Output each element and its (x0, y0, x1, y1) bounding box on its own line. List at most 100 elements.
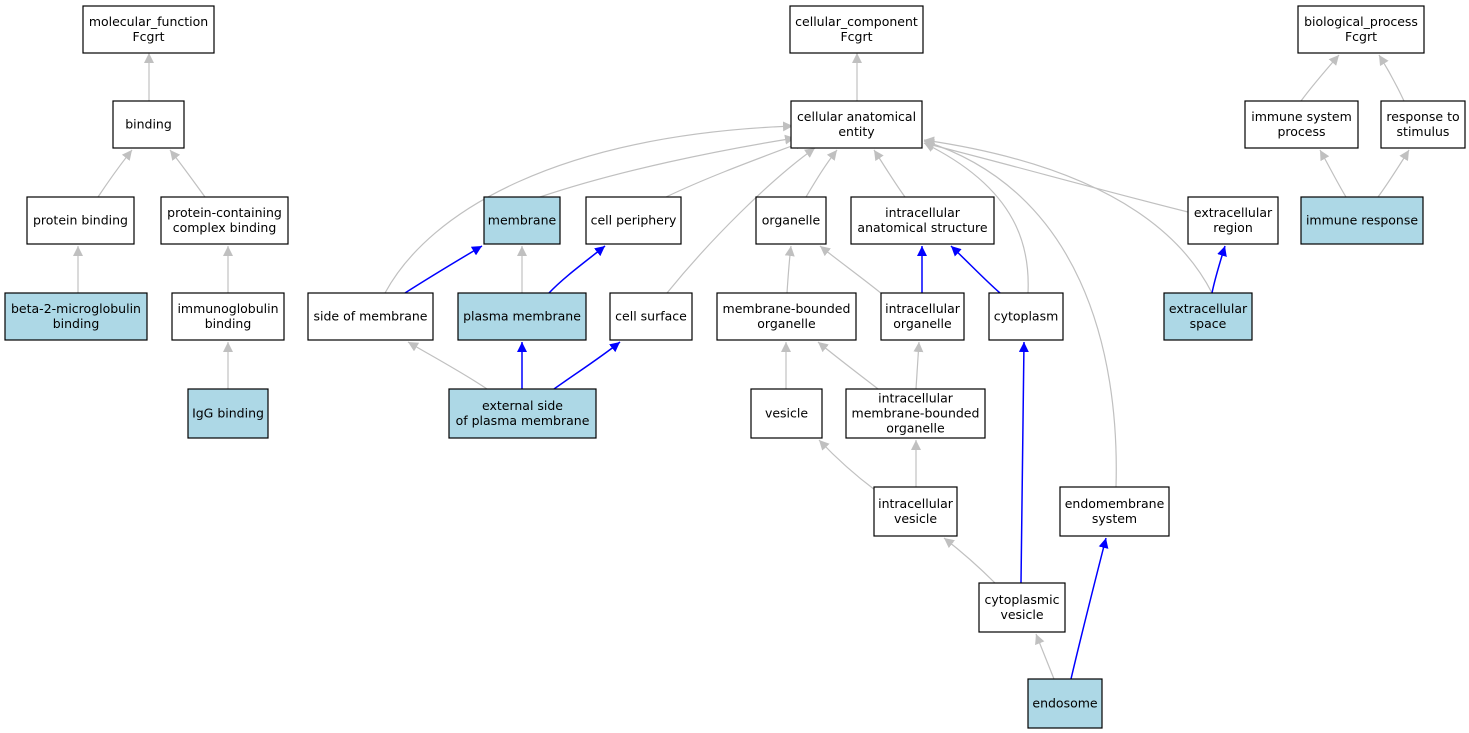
edge-immune-response-to-response-stimulus (1377, 149, 1410, 198)
node-label: extracellular (1169, 301, 1248, 316)
node-organelle[interactable]: organelle (755, 196, 827, 245)
node-label: organelle (893, 316, 952, 331)
node-side-of-membrane[interactable]: side of membrane (307, 292, 434, 341)
node-box (1163, 292, 1253, 341)
edge-side-of-membrane-to-cae (384, 121, 794, 294)
node-label: external side (482, 398, 563, 413)
node-label: organelle (886, 421, 945, 436)
node-label: stimulus (1397, 124, 1450, 139)
node-cytoplasm[interactable]: cytoplasm (988, 292, 1064, 341)
node-label: protein-containing (167, 205, 282, 220)
node-label: intracellular (878, 391, 954, 406)
edge-mbo-to-organelle (784, 245, 795, 294)
node-membrane[interactable]: membrane (483, 196, 561, 245)
node-label: Fcgrt (840, 29, 872, 44)
node-box (457, 292, 587, 341)
node-box (755, 196, 827, 245)
node-box (4, 292, 148, 341)
node-protein-binding[interactable]: protein binding (26, 196, 135, 245)
node-label: vesicle (894, 511, 937, 526)
node-label: process (1277, 124, 1325, 139)
edge-side-of-membrane-to-membrane (404, 245, 483, 294)
node-label: plasma membrane (463, 309, 581, 324)
node-box (873, 486, 958, 537)
node-box (845, 388, 986, 439)
edge-extracellular-space-to-cae (923, 136, 1213, 294)
node-cell-periphery[interactable]: cell periphery (585, 196, 682, 245)
node-label: intracellular (885, 301, 961, 316)
node-label: endosome (1032, 696, 1098, 711)
node-label: vesicle (765, 406, 808, 421)
node-label: protein binding (33, 213, 128, 228)
node-immune-response[interactable]: immune response (1300, 196, 1424, 245)
node-label: immune system (1251, 109, 1352, 124)
node-box (1059, 486, 1170, 537)
node-box (82, 5, 215, 54)
edge-response-stimulus-to-biological-process (1378, 54, 1405, 102)
node-label: Fcgrt (1345, 29, 1377, 44)
node-box (1380, 100, 1466, 149)
edge-membrane-to-cae (539, 134, 796, 198)
edge-extracellular-region-to-cae (923, 140, 1189, 213)
node-endosome[interactable]: endosome (1027, 678, 1103, 729)
edge-layer (73, 53, 1410, 680)
node-label: intracellular (878, 496, 954, 511)
node-cell-surface[interactable]: cell surface (609, 292, 693, 341)
edge-cytoplasm-to-cae (923, 142, 1029, 294)
node-label: membrane (488, 213, 557, 228)
node-label: Fcgrt (132, 29, 164, 44)
node-label: anatomical structure (857, 220, 987, 235)
node-label: endomembrane (1065, 496, 1165, 511)
node-box (978, 582, 1066, 633)
node-box (448, 388, 597, 439)
node-plasma-membrane[interactable]: plasma membrane (457, 292, 587, 341)
edge-imbo-to-mbo (817, 341, 883, 393)
node-binding[interactable]: binding (112, 100, 185, 149)
node-box (609, 292, 693, 341)
node-label: space (1190, 316, 1227, 331)
node-label: response to (1386, 109, 1459, 124)
node-box (160, 196, 289, 245)
node-vesicle[interactable]: vesicle (750, 388, 823, 439)
node-label: region (1213, 220, 1253, 235)
edge-imbo-to-intra-organelle (913, 341, 924, 390)
node-label: cytoplasm (994, 309, 1059, 324)
node-label: complex binding (173, 220, 277, 235)
edge-ias-to-cae (873, 149, 906, 198)
edge-external-side-to-cell-surface (553, 341, 621, 390)
node-box (483, 196, 561, 245)
node-box (880, 292, 965, 341)
node-box (1187, 196, 1279, 245)
node-label: cell periphery (591, 213, 677, 228)
node-box (171, 292, 285, 341)
edge-extracellular-space-to-extracellular-region (1211, 245, 1227, 294)
node-label: immunoglobulin (177, 301, 278, 316)
node-igg-binding[interactable]: IgG binding (187, 388, 269, 439)
node-box (1244, 100, 1359, 149)
node-label: vesicle (1000, 607, 1043, 622)
edge-protein-binding-to-binding (97, 149, 133, 198)
node-box (789, 5, 924, 54)
node-label: organelle (762, 213, 821, 228)
